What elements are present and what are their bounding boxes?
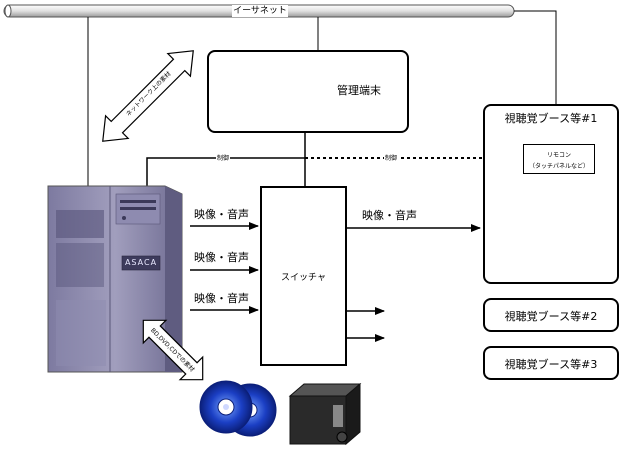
management-terminal-label: 管理端末 <box>337 84 381 97</box>
booth-1-box[interactable]: 視聴覚ブース等#1 リモコン （タッチパネルなど） <box>483 104 619 284</box>
network-double-arrow <box>102 50 194 142</box>
booth-2-box[interactable]: 視聴覚ブース等#2 <box>483 298 619 332</box>
input-label: 映像・音声 <box>194 208 249 221</box>
disc-drive-icon <box>288 382 362 446</box>
output-arrows <box>347 224 481 342</box>
switcher-box[interactable]: スイッチャ <box>260 186 347 366</box>
disc-double-arrow <box>142 319 204 381</box>
booth-3-title: 視聴覚ブース等#3 <box>504 358 598 371</box>
booth-3-box[interactable]: 視聴覚ブース等#3 <box>483 346 619 380</box>
input-label: 映像・音声 <box>194 251 249 264</box>
disc-icon <box>199 380 277 437</box>
ethernet-drops <box>87 10 557 186</box>
management-terminal-box[interactable]: 管理端末 <box>207 50 409 133</box>
input-label: 映像・音声 <box>194 292 249 305</box>
input-arrows <box>190 222 259 314</box>
server-logo: ASACA <box>124 258 158 267</box>
remote-control-sublabel: （タッチパネルなど） <box>528 163 589 170</box>
output-label: 映像・音声 <box>362 209 417 222</box>
control-label-right: 制御 <box>384 153 399 162</box>
remote-control-label: リモコン <box>546 152 571 159</box>
booth-1-title: 視聴覚ブース等#1 <box>504 112 598 125</box>
remote-control-box[interactable]: リモコン （タッチパネルなど） <box>523 144 595 174</box>
switcher-label: スイッチャ <box>281 273 326 283</box>
control-label-left: 制御 <box>216 153 231 162</box>
ethernet-label: イーサネット <box>233 6 287 16</box>
control-lines <box>146 157 505 186</box>
booth-2-title: 視聴覚ブース等#2 <box>504 310 598 323</box>
server-rack <box>47 185 183 373</box>
